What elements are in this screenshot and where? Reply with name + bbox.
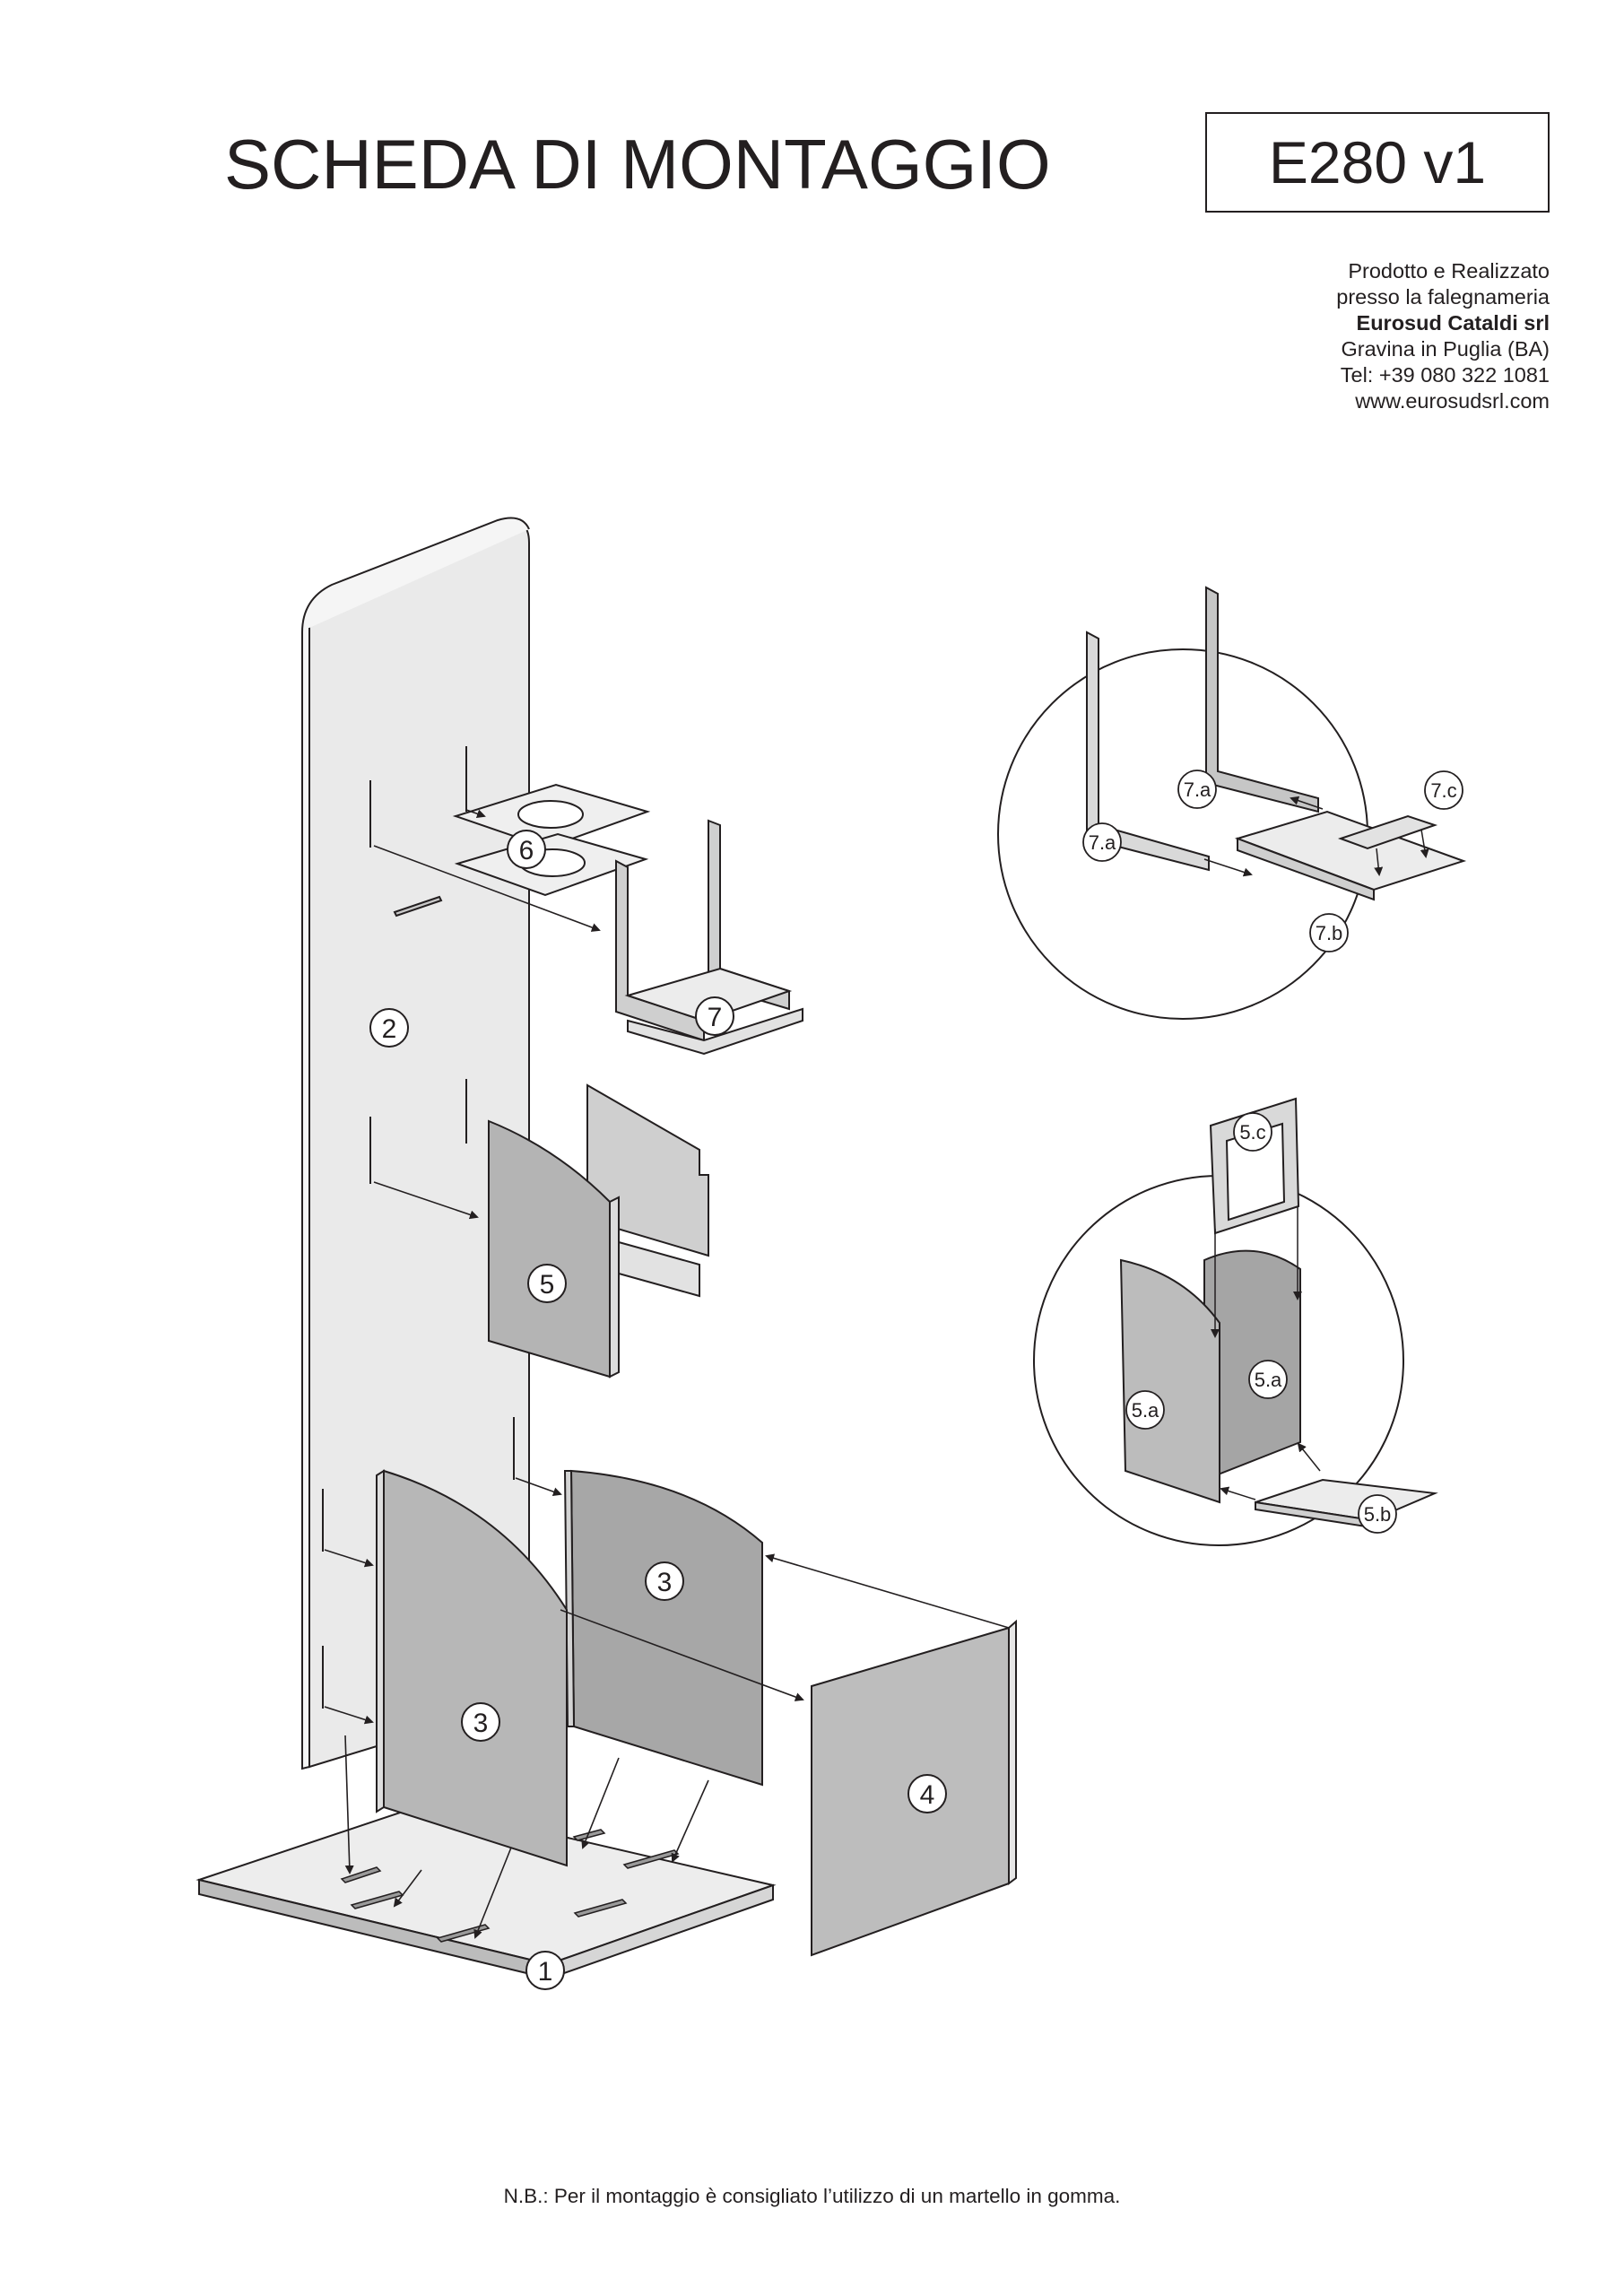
page-title: SCHEDA DI MONTAGGIO <box>224 125 1051 204</box>
label-5a-left: 5.a <box>1132 1399 1159 1422</box>
producer-info: Prodotto e Realizzato presso la falegnam… <box>1336 258 1550 414</box>
side-panel-3-left <box>376 1469 568 1867</box>
part-labels: 1 2 3 3 4 5 6 7 <box>369 830 947 1990</box>
cup-holder-6 <box>452 783 651 897</box>
label-part-7: 7 <box>708 1003 723 1032</box>
producer-website: www.eurosudsrl.com <box>1355 389 1550 413</box>
back-panel <box>301 517 530 1770</box>
producer-line-2: presso la falegnameria <box>1336 285 1550 309</box>
detail-circle-box-5: 5.c 5.a 5.a 5.b <box>1033 1097 1438 1546</box>
label-part-3-left: 3 <box>473 1709 489 1738</box>
label-7c: 7.c <box>1430 779 1456 802</box>
label-5c: 5.c <box>1239 1121 1265 1144</box>
assembly-arrows <box>324 809 1010 1939</box>
producer-company: Eurosud Cataldi srl <box>1356 311 1550 335</box>
frame-7 <box>615 819 803 1056</box>
label-7b: 7.b <box>1316 922 1343 944</box>
label-7a-left: 7.a <box>1089 831 1116 854</box>
model-code-box: E280 v1 <box>1205 112 1550 213</box>
label-7a-right: 7.a <box>1184 778 1211 801</box>
model-code: E280 v1 <box>1268 129 1487 196</box>
label-part-3-right: 3 <box>657 1568 673 1597</box>
box-unit-5 <box>488 1083 709 1378</box>
label-part-1: 1 <box>538 1957 553 1987</box>
footer-note: N.B.: Per il montaggio è consigliato l’u… <box>503 2185 1121 2207</box>
side-panel-3-right <box>563 1469 763 1787</box>
label-part-6: 6 <box>519 836 534 865</box>
label-5b: 5.b <box>1364 1503 1392 1526</box>
label-part-4: 4 <box>920 1780 935 1810</box>
detail-circle-frame-7: 7.a 7.a 7.b 7.c <box>997 586 1467 1020</box>
producer-phone: Tel: +39 080 322 1081 <box>1340 363 1550 387</box>
producer-line-1: Prodotto e Realizzato <box>1348 259 1550 283</box>
producer-city: Gravina in Puglia (BA) <box>1341 337 1550 361</box>
label-part-2: 2 <box>382 1014 397 1044</box>
label-part-5: 5 <box>540 1270 555 1300</box>
label-5a-right: 5.a <box>1255 1369 1282 1391</box>
